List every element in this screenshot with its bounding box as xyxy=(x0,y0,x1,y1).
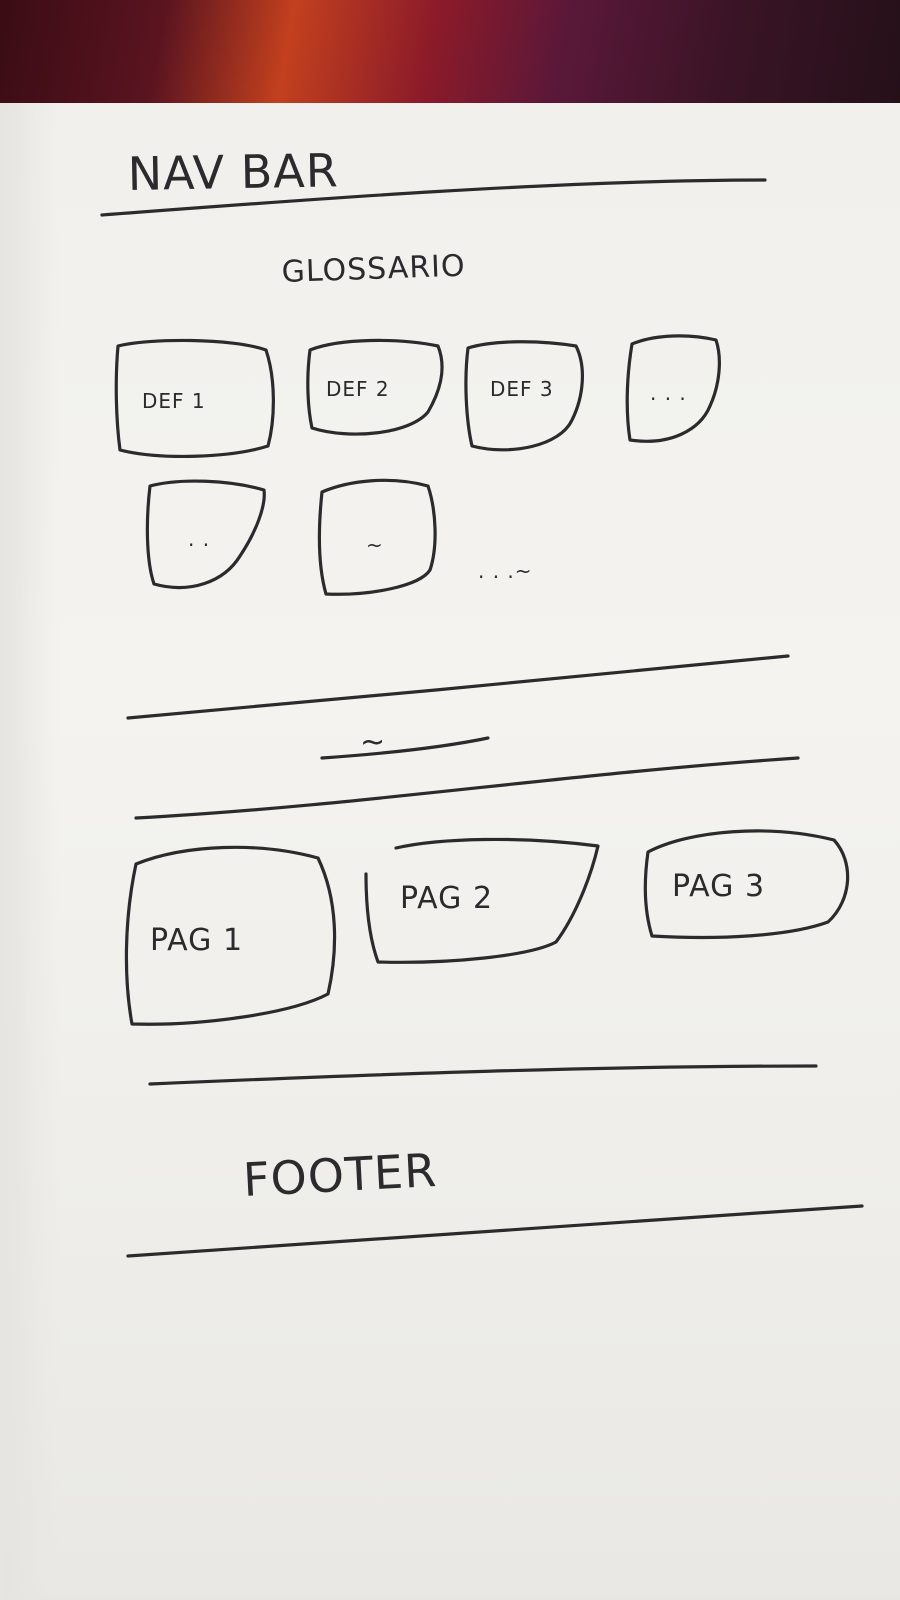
glossary-card-label: ~ xyxy=(366,533,384,557)
page-card-1[interactable]: PAG 1 xyxy=(124,845,337,1026)
glossary-card-3[interactable]: DEF 3 xyxy=(464,340,584,452)
navbar-divider xyxy=(100,178,767,217)
page-card-label: PAG 2 xyxy=(400,881,493,916)
glossary-more-indicator: . . .~ xyxy=(478,559,533,583)
page-card-label: PAG 1 xyxy=(150,923,243,958)
glossary-card-5[interactable]: . . xyxy=(145,479,266,590)
page-card-2[interactable]: PAG 2 xyxy=(364,837,600,964)
glossary-card-2[interactable]: DEF 2 xyxy=(306,338,444,436)
page-card-label: PAG 3 xyxy=(672,869,765,904)
glossary-section: GLOSSARIO DEF 1 DEF 2 DEF 3 . . . . . xyxy=(114,249,790,720)
glossary-title: GLOSSARIO xyxy=(281,249,466,290)
glossary-card-label: DEF 1 xyxy=(142,389,206,413)
pages-bottom-divider xyxy=(148,1064,818,1086)
pages-section: ~ PAG 1 PAG 2 PAG 3 xyxy=(124,725,850,1086)
glossary-card-4[interactable]: . . . xyxy=(625,334,721,443)
glossary-card-label: . . . xyxy=(650,381,687,405)
glossary-card-label: . . xyxy=(188,527,210,551)
footer-section: FOOTER xyxy=(126,1143,864,1258)
footer-divider xyxy=(126,1204,864,1258)
glossary-card-1[interactable]: DEF 1 xyxy=(114,338,275,458)
footer-label: FOOTER xyxy=(242,1143,439,1207)
navbar-label: NAV BAR xyxy=(127,143,339,201)
glossary-card-6[interactable]: ~ xyxy=(317,478,437,596)
notebook-page xyxy=(0,103,900,1600)
pages-title-stroke xyxy=(320,736,490,760)
glossary-divider xyxy=(126,654,790,720)
navbar-section: NAV BAR xyxy=(100,143,767,217)
glossary-card-label: DEF 2 xyxy=(326,377,390,401)
pages-top-divider xyxy=(134,756,800,820)
page-edge-shadow xyxy=(0,103,60,1600)
glossary-card-label: DEF 3 xyxy=(490,377,554,401)
page-card-3[interactable]: PAG 3 xyxy=(643,829,850,940)
